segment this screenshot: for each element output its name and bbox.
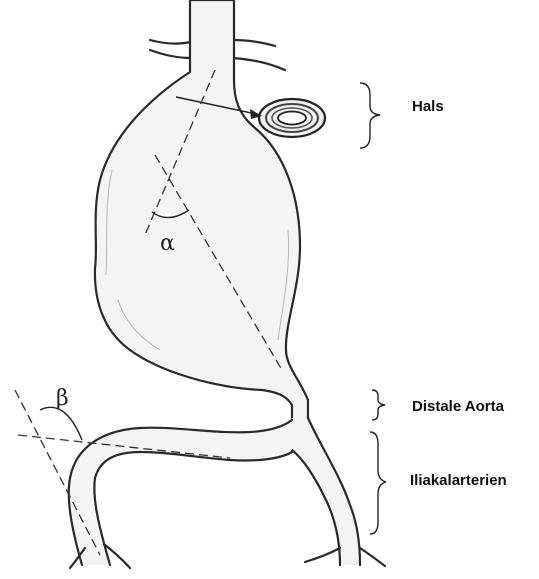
beta-arc xyxy=(40,407,82,440)
iliac-arteries-label: Iliakalarterien xyxy=(410,472,507,489)
iliac-brace xyxy=(370,432,386,534)
distal-aorta-brace xyxy=(372,390,385,420)
neck-brace xyxy=(360,83,380,148)
distal-aorta-label: Distale Aorta xyxy=(412,398,505,415)
alpha-symbol: α xyxy=(160,231,175,256)
neck-cross-section xyxy=(259,99,325,137)
iliac-arteries xyxy=(69,418,385,568)
aortic-aneurysm-sac xyxy=(95,0,308,420)
neck-label: Hals xyxy=(412,98,444,115)
beta-symbol: β xyxy=(56,386,69,411)
